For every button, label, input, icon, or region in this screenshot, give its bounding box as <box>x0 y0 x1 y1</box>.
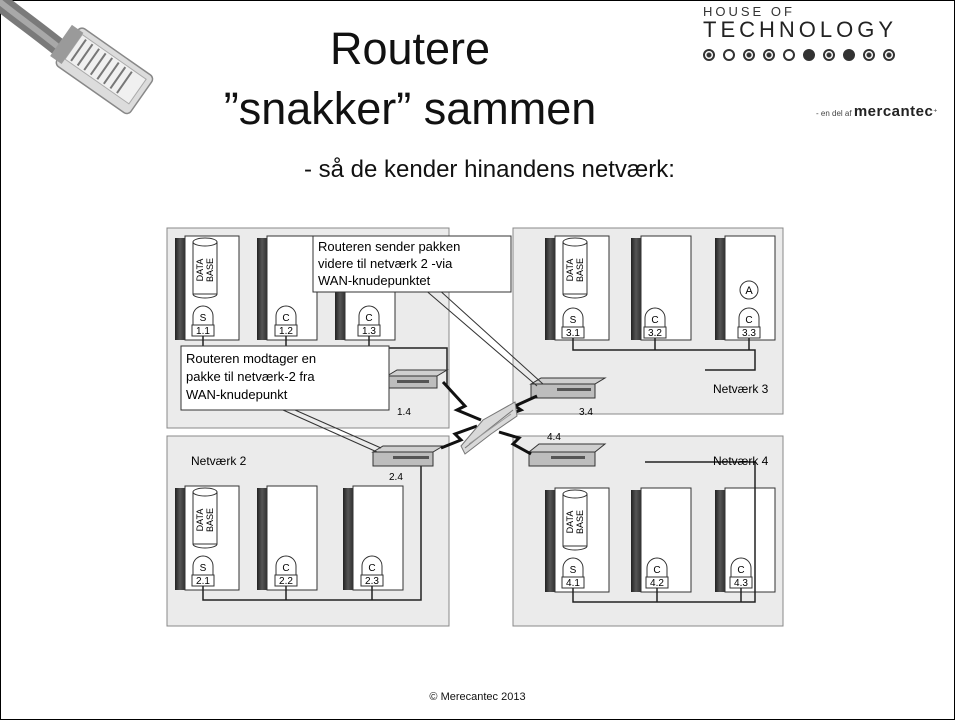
house-of-technology-logo: HOUSE OF TECHNOLOGY - en del af mercante… <box>703 4 953 120</box>
database-label-2: BASE <box>205 508 215 532</box>
slide-subtitle: - så de kender hinandens netværk: <box>304 156 675 183</box>
logo-dot <box>783 49 795 61</box>
node-address: 4.2 <box>650 578 664 589</box>
logo-dot <box>823 49 835 61</box>
callout-left-line-1: Routeren modtager en <box>186 351 316 366</box>
node-address: 3.2 <box>648 328 662 339</box>
node-address: 2.3 <box>365 576 379 587</box>
database-label-1: DATA <box>565 259 575 282</box>
node-badge-2-2: C 2.2 <box>274 555 298 587</box>
node-badge-3-2: C 3.2 <box>643 307 667 339</box>
database-icon: DATA BASE <box>562 237 588 299</box>
node-badge-2-3: C 2.3 <box>360 555 384 587</box>
router-label: 1.4 <box>397 407 411 418</box>
database-label-2: BASE <box>575 258 585 282</box>
node-role-letter: C <box>653 565 660 576</box>
mercantec-logo: - en del af mercantec+ <box>816 103 938 120</box>
callout-left-line-3: WAN-knudepunkt <box>186 387 288 402</box>
node-role-letter: C <box>365 313 372 324</box>
node-address: 3.3 <box>742 328 756 339</box>
node-role-letter: C <box>282 313 289 324</box>
node-address: 1.2 <box>279 326 293 337</box>
node-address: 4.1 <box>566 578 580 589</box>
node-badge-1-2: C 1.2 <box>274 305 298 337</box>
callout-top-line-3: WAN-knudepunktet <box>318 273 431 288</box>
node-badge-1-3: C 1.3 <box>357 305 381 337</box>
node-role-letter: C <box>282 563 289 574</box>
node-role-letter: C <box>737 565 744 576</box>
logo-dot <box>763 49 775 61</box>
logo-dot <box>843 49 855 61</box>
node-role-letter: S <box>570 565 577 576</box>
user-icon <box>739 280 759 300</box>
callout-top-line-1: Routeren sender pakken <box>318 239 460 254</box>
ethernet-cable-image <box>0 0 154 115</box>
node-address: 2.2 <box>279 576 293 587</box>
router-label: 3.4 <box>579 407 593 418</box>
router-2-4: 2.4 <box>371 445 445 483</box>
node-role-letter: S <box>200 313 207 324</box>
node-badge-3-3: C 3.3 <box>737 307 761 339</box>
wan-links <box>440 380 538 456</box>
logo-dot <box>743 49 755 61</box>
node-address: 4.3 <box>734 578 748 589</box>
logo-line-2: TECHNOLOGY <box>703 17 898 42</box>
callout-router-sends: Routeren sender pakken videre til netvær… <box>312 235 544 387</box>
node-role-letter: C <box>651 315 658 326</box>
logo-dot <box>703 49 715 61</box>
database-icon: DATA BASE <box>192 487 218 549</box>
network-label-4: Netværk 4 <box>713 454 769 468</box>
database-label-1: DATA <box>195 259 205 282</box>
logo-dot <box>883 49 895 61</box>
logo-sub-prefix: - en del af <box>816 109 852 118</box>
database-label-1: DATA <box>565 511 575 534</box>
node-role-letter: S <box>570 315 577 326</box>
router-label: 2.4 <box>389 472 403 483</box>
network-label-3: Netværk 3 <box>713 382 769 396</box>
node-role-letter: C <box>368 563 375 574</box>
logo-dots <box>703 49 953 61</box>
callout-left-line-2: pakke til netværk-2 fra <box>186 369 315 384</box>
node-badge-4-1: S 4.1 <box>561 557 585 589</box>
node-badge-4-2: C 4.2 <box>645 557 669 589</box>
router-label: 4.4 <box>547 432 561 443</box>
node-address: 3.1 <box>566 328 580 339</box>
slide-title-line-1: Routere <box>329 23 491 74</box>
database-label-2: BASE <box>205 258 215 282</box>
node-role-letter: C <box>745 315 752 326</box>
user-letter: A <box>745 285 753 297</box>
database-icon: DATA BASE <box>192 237 218 299</box>
logo-dot <box>723 49 735 61</box>
router-3-4: 3.4 <box>529 377 607 418</box>
callout-top-line-2: videre til netværk 2 -via <box>318 256 453 271</box>
node-badge-3-1: S 3.1 <box>561 307 585 339</box>
node-address: 1.1 <box>196 326 210 337</box>
node-address: 2.1 <box>196 576 210 587</box>
database-label-1: DATA <box>195 509 205 532</box>
wan-cloud <box>460 401 518 455</box>
router-1-4: 1.4 <box>385 369 449 418</box>
node-role-letter: S <box>200 563 207 574</box>
logo-line-1: HOUSE OF <box>703 4 795 19</box>
node-address: 1.3 <box>362 326 376 337</box>
logo-dot <box>863 49 875 61</box>
node-badge-4-3: C 4.3 <box>729 557 753 589</box>
logo-dot <box>803 49 815 61</box>
slide-title-line-2: ”snakker” sammen <box>223 83 597 134</box>
footer-copyright: © Merecantec 2013 <box>429 691 526 703</box>
logo-sub-brand: mercantec <box>853 103 934 120</box>
callout-router-receives: Routeren modtager en pakke til netværk-2… <box>180 345 390 453</box>
router-4-4: 4.4 <box>527 432 607 467</box>
network-diagram: DATA BASE DATA BASE DATA BASE DATA BASE … <box>166 227 784 627</box>
node-badge-1-1: S 1.1 <box>191 305 215 337</box>
database-icon: DATA BASE <box>562 489 588 551</box>
node-badge-2-1: S 2.1 <box>191 555 215 587</box>
database-label-2: BASE <box>575 510 585 534</box>
network-label-2: Netværk 2 <box>191 454 247 468</box>
